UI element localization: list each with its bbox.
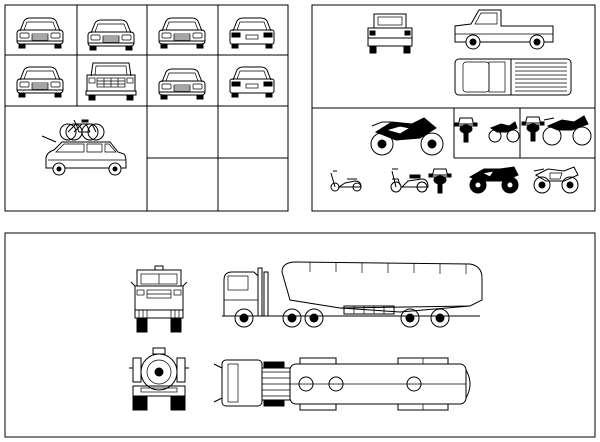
pickup-front-icon xyxy=(85,62,137,101)
truck-front-icon xyxy=(130,265,188,333)
car-front-icon xyxy=(16,17,64,49)
pickup-side-icon xyxy=(454,9,554,50)
car-front-icon xyxy=(87,19,135,51)
pickup-top-icon xyxy=(454,58,572,96)
scooter-icon xyxy=(390,168,429,193)
station-wagon-with-bikes-icon xyxy=(41,119,127,176)
motorcycle-front-icon xyxy=(428,168,452,194)
sport-motorcycle-side-icon xyxy=(370,117,444,156)
motorcycle-front-icon xyxy=(521,116,545,142)
car-front-icon xyxy=(158,68,206,100)
dirt-bike-icon xyxy=(542,115,592,146)
pickup-rear-icon xyxy=(367,13,413,54)
panel-cars xyxy=(4,4,289,212)
car-rear-icon xyxy=(229,66,275,98)
touring-motorcycle-icon xyxy=(533,166,579,194)
tanker-truck-side-icon xyxy=(222,261,483,328)
car-front-icon xyxy=(16,66,64,98)
truck-rear-icon xyxy=(129,347,189,411)
panel-tanker-truck xyxy=(4,232,596,438)
sport-motorcycle-side-icon xyxy=(468,166,519,194)
panel-pickup-and-motorcycles xyxy=(311,4,596,212)
car-front-icon xyxy=(158,17,206,49)
motorcycle-front-icon xyxy=(454,117,478,143)
tanker-truck-top-icon xyxy=(213,357,471,411)
dirt-bike-icon xyxy=(488,121,520,143)
car-rear-icon xyxy=(229,17,275,49)
scooter-icon xyxy=(330,170,362,192)
